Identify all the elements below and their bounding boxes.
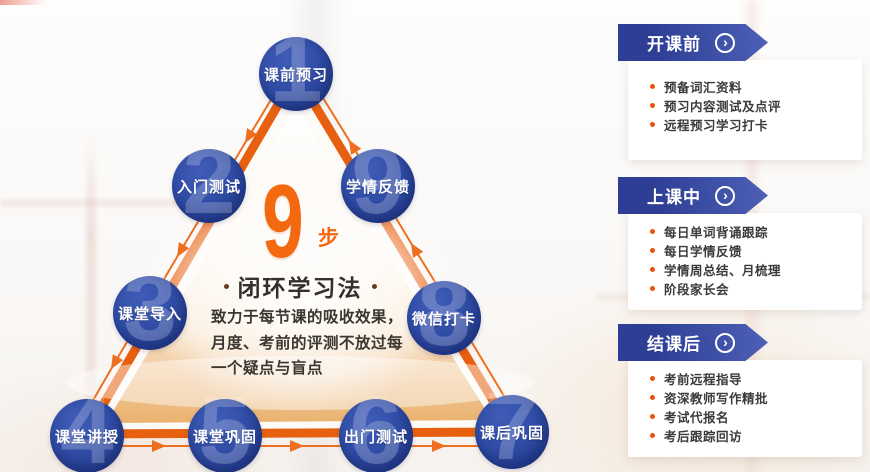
arrow-circle-icon: › — [715, 32, 735, 53]
phase-banner: 上课中 › — [618, 177, 768, 214]
chevron-right-icon: › — [723, 186, 728, 203]
step-node-5: 课堂巩固 5 — [188, 383, 262, 472]
item-text: 资深教师写作精批 — [664, 392, 769, 406]
step-label: 课堂巩固 — [192, 428, 257, 446]
item-text: 考前远程指导 — [664, 373, 743, 387]
step-label: 课堂讲授 — [54, 428, 119, 446]
list-item: 远程预习学习打卡 — [628, 115, 862, 134]
list-item: 学情周总结、月梳理 — [628, 260, 862, 279]
step-circle: 学情反馈 — [341, 149, 415, 223]
description-line: 一个疑点与盲点 — [211, 360, 324, 377]
description-line: 月度、考前的评测不放过每 — [211, 334, 404, 352]
list-item: 预习内容测试及点评 — [628, 96, 862, 115]
method-title-row: 闭环学习法 — [205, 269, 395, 303]
phase-item-list: 预备词汇资料 预习内容测试及点评 远程预习学习打卡 — [628, 60, 862, 134]
bullet-icon — [650, 267, 655, 272]
step-label: 课后巩固 — [479, 424, 544, 442]
item-text: 学情周总结、月梳理 — [664, 264, 782, 278]
item-text: 考后跟踪回访 — [664, 430, 743, 444]
title-dot-icon — [223, 283, 229, 289]
bullet-icon — [650, 229, 655, 234]
bullet-icon — [650, 103, 655, 108]
list-item: 考后跟踪回访 — [628, 426, 862, 445]
phase-item-list: 考前远程指导 资深教师写作精批 考试代报名 考后跟踪回访 — [628, 360, 862, 445]
flow-arrow-left — [75, 77, 285, 431]
description-line: 致力于每节课的吸收效果， — [211, 309, 404, 326]
step-node-3: 课堂导入 3 — [113, 260, 187, 356]
step-circle: 课堂导入 — [113, 276, 187, 350]
list-item: 每日学情反馈 — [628, 241, 862, 260]
list-item: 考前远程指导 — [628, 369, 862, 388]
steps-number: 9 — [262, 164, 304, 280]
phase-title: 结课后 — [647, 335, 701, 354]
title-dot-icon — [371, 283, 377, 289]
step-label: 出门测试 — [343, 428, 408, 446]
item-text: 远程预习学习打卡 — [664, 119, 769, 133]
step-node-4: 课堂讲授 4 — [50, 383, 124, 472]
step-node-7: 课后巩固 7 — [475, 379, 549, 472]
bullet-icon — [650, 376, 655, 381]
chevron-right-icon: › — [723, 333, 728, 350]
phase-title: 上课中 — [647, 188, 701, 207]
method-description: 致力于每节课的吸收效果， 月度、考前的评测不放过每 一个疑点与盲点 — [211, 305, 403, 382]
item-text: 预习内容测试及点评 — [664, 100, 782, 114]
step-label: 微信打卡 — [411, 310, 476, 328]
phase-banner: 开课前 › — [618, 24, 768, 61]
item-text: 每日单词背诵跟踪 — [664, 226, 769, 240]
step-circle: 微信打卡 — [407, 281, 481, 355]
bullet-icon — [650, 122, 655, 127]
step-label: 入门测试 — [176, 178, 241, 196]
bullet-icon — [650, 395, 655, 400]
list-item: 资深教师写作精批 — [628, 388, 862, 407]
item-text: 每日学情反馈 — [664, 245, 743, 259]
step-circle: 课前预习 — [259, 37, 333, 111]
bullet-icon — [650, 414, 655, 419]
flow-arrow-right — [311, 79, 523, 427]
list-item: 考试代报名 — [628, 407, 862, 426]
step-node-6: 出门测试 6 — [339, 383, 413, 472]
bullet-icon — [650, 433, 655, 438]
steps-unit: 步 — [318, 227, 339, 250]
step-circle: 出门测试 — [339, 399, 413, 472]
item-text: 阶段家长会 — [664, 283, 730, 297]
step-node-8: 微信打卡 8 — [407, 265, 481, 361]
list-item: 阶段家长会 — [628, 279, 862, 298]
step-label: 学情反馈 — [345, 178, 410, 196]
item-text: 预备词汇资料 — [664, 81, 743, 95]
bullet-icon — [650, 248, 655, 253]
step-circle: 课堂讲授 — [50, 399, 124, 472]
phase-card: 预备词汇资料 预习内容测试及点评 远程预习学习打卡 — [628, 60, 862, 160]
step-node-2: 入门测试 2 — [172, 133, 246, 229]
list-item: 每日单词背诵跟踪 — [628, 222, 862, 241]
bullet-icon — [650, 84, 655, 89]
bullet-icon — [650, 286, 655, 291]
arrow-circle-icon: › — [715, 332, 735, 353]
step-label: 课堂导入 — [117, 305, 182, 323]
step-circle: 课堂巩固 — [188, 399, 262, 472]
list-item: 预备词汇资料 — [628, 77, 862, 96]
phase-card: 考前远程指导 资深教师写作精批 考试代报名 考后跟踪回访 — [628, 360, 862, 457]
item-text: 考试代报名 — [664, 411, 730, 425]
phase-banner: 结课后 › — [618, 324, 768, 361]
arrow-circle-icon: › — [715, 185, 735, 206]
phase-title: 开课前 — [647, 35, 701, 54]
chevron-right-icon: › — [723, 33, 728, 50]
method-title: 闭环学习法 — [237, 275, 363, 301]
step-circle: 入门测试 — [172, 149, 246, 223]
step-node-9: 学情反馈 9 — [341, 133, 415, 229]
step-label: 课前预习 — [263, 66, 328, 84]
phase-item-list: 每日单词背诵跟踪 每日学情反馈 学情周总结、月梳理 阶段家长会 — [628, 213, 862, 298]
step-node-1: 课前预习 1 — [259, 21, 333, 117]
phase-card: 每日单词背诵跟踪 每日学情反馈 学情周总结、月梳理 阶段家长会 — [628, 213, 862, 310]
step-circle: 课后巩固 — [475, 395, 549, 469]
